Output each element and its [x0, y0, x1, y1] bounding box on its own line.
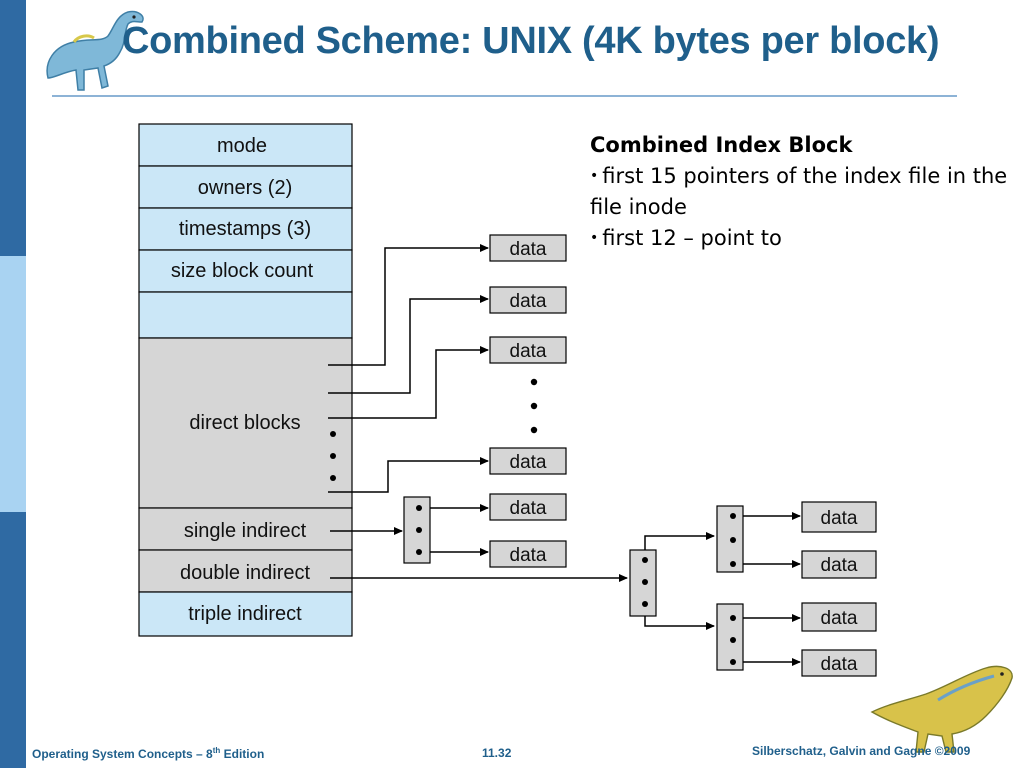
data-block: [489, 286, 567, 314]
second-level-index-block: [716, 505, 744, 573]
data-block-label: data: [510, 545, 547, 566]
dinosaur-logo-icon: [870, 665, 1013, 753]
inode-cell-single-indirect: [138, 507, 353, 551]
footer-book-title-main: Operating System Concepts – 8: [32, 747, 213, 761]
sidebar-segment-bottom: [0, 512, 26, 768]
data-block-label: data: [510, 452, 547, 473]
inode-cell-triple-indirect: [138, 591, 353, 637]
data-block: [489, 234, 567, 262]
inode-cell-size-block-count: [138, 249, 353, 293]
footer-authors: Silberschatz, Galvin and Gagne ©2009: [752, 744, 971, 758]
data-block-label: data: [821, 508, 858, 529]
inode-row-label: timestamps (3): [179, 218, 311, 240]
inode-cell-owners: [138, 165, 353, 209]
direct-block-arrows: [328, 244, 801, 666]
bullet-icon: •: [590, 230, 599, 246]
inode-row-label: size block count: [171, 260, 314, 282]
inode-row-label: double indirect: [180, 562, 311, 584]
inode-row-label: mode: [217, 135, 267, 157]
data-block-label: data: [510, 341, 547, 362]
sidebar-segment-top: [0, 0, 26, 256]
notes-bullet: •first 12 – point to: [590, 223, 1010, 254]
footer-book-title: Operating System Concepts – 8th Edition: [32, 746, 264, 761]
title-divider: [52, 95, 957, 97]
data-block-label: data: [510, 498, 547, 519]
data-block: [801, 501, 877, 533]
ellipsis-dots: [530, 378, 538, 434]
footer-slide-number: 11.32: [482, 746, 512, 760]
inode-row-label: triple indirect: [188, 603, 302, 625]
data-block-label: data: [821, 555, 858, 576]
inode-cell-direct-blocks: [138, 337, 353, 509]
data-block-label: data: [821, 608, 858, 629]
data-block: [489, 493, 567, 521]
data-block: [489, 540, 567, 568]
data-block-label: data: [821, 654, 858, 675]
data-block-label: data: [510, 291, 547, 312]
data-block: [801, 649, 877, 677]
notes-bullet-text: first 15 pointers of the index file in t…: [590, 164, 1008, 219]
inode-cell-mode: [138, 123, 353, 167]
data-block-label: data: [510, 239, 547, 260]
page-title: Combined Scheme: UNIX (4K bytes per bloc…: [122, 20, 940, 62]
inode-row-label: single indirect: [184, 520, 307, 542]
notes-bullet: •first 15 pointers of the index file in …: [590, 161, 1010, 223]
notes-bullet-text: first 12 – point to: [602, 226, 782, 250]
data-block: [489, 336, 567, 364]
inode-cell-timestamps: [138, 207, 353, 251]
index-block-dots: [416, 505, 736, 665]
data-block: [801, 602, 877, 632]
second-level-index-block: [716, 603, 744, 671]
notes-heading: Combined Index Block: [590, 133, 853, 157]
notes-panel: Combined Index Block •first 15 pointers …: [590, 130, 1010, 254]
dinosaur-logo-icon: [46, 10, 144, 91]
footer-book-title-tail: Edition: [220, 747, 265, 761]
sidebar-segment-middle: [0, 256, 26, 512]
inode-cell-double-indirect: [138, 549, 353, 593]
inode-table: [138, 123, 353, 637]
data-block: [489, 447, 567, 475]
data-block: [801, 550, 877, 579]
bullet-icon: •: [590, 168, 599, 184]
sidebar-stripe: [0, 0, 26, 768]
inode-row-label: direct blocks: [189, 412, 300, 434]
inode-cell-blank: [138, 291, 353, 339]
direct-pointer-dots: [330, 431, 336, 481]
footer-book-title-sup: th: [212, 746, 221, 755]
inode-row-label: owners (2): [198, 177, 292, 199]
